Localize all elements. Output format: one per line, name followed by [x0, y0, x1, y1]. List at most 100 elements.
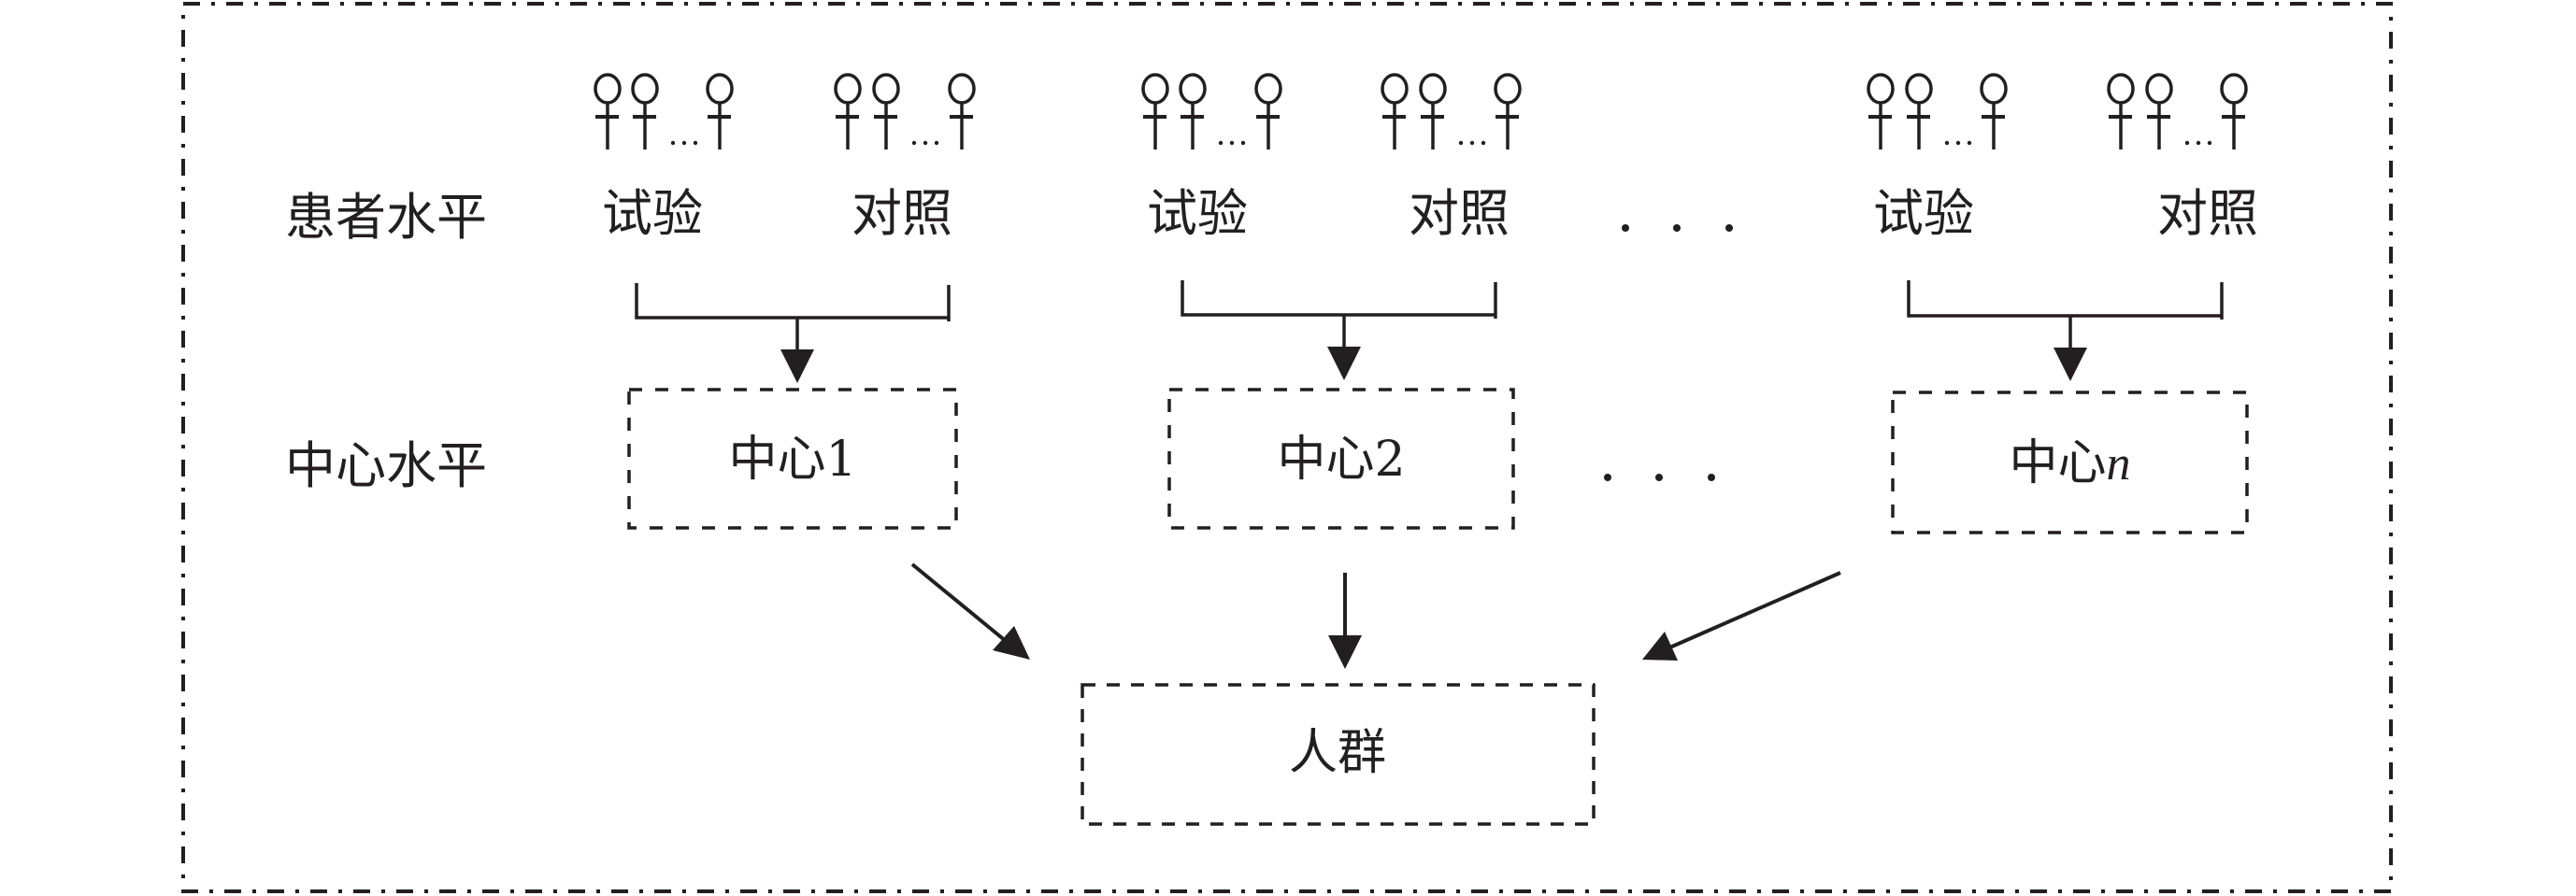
bracket-line	[635, 283, 949, 320]
ellipsis-dot	[1218, 140, 1224, 146]
female-symbol-icon	[1419, 73, 1447, 149]
center-label: 中心2	[1277, 432, 1405, 488]
arrowhead-icon	[1327, 347, 1361, 380]
center-label-prefix: 中心	[1277, 432, 1374, 488]
female-symbol-icon	[1381, 73, 1409, 149]
female-symbol-icon	[1179, 73, 1207, 149]
female-symbol-icon	[1980, 73, 2008, 149]
center-3-patients: 试验 对照	[1867, 73, 2258, 243]
arrowhead-icon	[1642, 632, 1678, 661]
ellipsis-dot	[1458, 140, 1464, 146]
female-symbol-icon	[834, 73, 862, 149]
ellipsis-dot	[1967, 140, 1972, 146]
female-symbol-icon	[594, 73, 622, 149]
ellipsis-dot	[1708, 474, 1715, 481]
subject-ellipsis	[2184, 140, 2212, 146]
center-box-1: 中心1	[627, 388, 958, 530]
control-group-label: 对照	[852, 184, 952, 243]
center-label-index: n	[2107, 437, 2131, 491]
arrowhead-icon	[780, 349, 814, 383]
bracket-center-1	[635, 283, 951, 383]
control-group-label: 对照	[1409, 184, 1510, 243]
female-symbol-icon	[1141, 73, 1169, 149]
bracket-center-3	[1907, 280, 2224, 381]
control-group: 对照	[2107, 73, 2258, 243]
arrowhead-icon	[993, 626, 1030, 660]
patient-level-label: 患者水平	[285, 188, 487, 247]
population-label: 人群	[1289, 725, 1386, 781]
control-group-label: 对照	[2157, 184, 2258, 243]
ellipsis-dot	[693, 140, 698, 146]
bracket-line	[1181, 280, 1496, 317]
trial-group-label: 试验	[602, 184, 703, 243]
center-label-prefix: 中心	[2009, 435, 2106, 491]
ellipsis-dot	[934, 140, 939, 146]
center-box-border	[627, 388, 958, 530]
ellipsis-dot	[1622, 224, 1629, 232]
center-level-label: 中心水平	[285, 436, 487, 495]
female-symbol-icon	[2220, 73, 2248, 149]
center-label-index: 1	[825, 432, 856, 488]
center-label: 中心n	[2009, 435, 2130, 491]
subject-ellipsis	[1944, 140, 1972, 146]
center-level-ellipsis	[1604, 474, 1715, 481]
subject-ellipsis	[1458, 140, 1486, 146]
ellipsis-dot	[911, 140, 917, 146]
trial-group: 试验	[1867, 73, 2008, 243]
center-box-2: 中心2	[1167, 388, 1515, 530]
center-box-border	[1891, 391, 2249, 534]
arrow-center1-to-population	[910, 562, 1013, 647]
center-label-index: 2	[1374, 432, 1405, 488]
trial-group-label: 试验	[1147, 184, 1248, 243]
female-symbol-icon	[2145, 73, 2173, 149]
ellipsis-dot	[2184, 140, 2190, 146]
ellipsis-dot	[1725, 224, 1733, 232]
arrowhead-icon	[2054, 348, 2087, 381]
group-brackets	[635, 280, 2224, 383]
bracket-center-2	[1181, 280, 1497, 380]
arrowhead-icon	[1328, 635, 1362, 669]
center-box-border	[1167, 388, 1515, 530]
female-symbol-icon	[1494, 73, 1522, 149]
subject-ellipsis	[1218, 140, 1246, 146]
ellipsis-dot	[1655, 474, 1663, 481]
outer-frame	[181, 2, 2393, 893]
arrow-centern-to-population	[1665, 571, 1841, 651]
subject-ellipsis	[670, 140, 698, 146]
female-symbol-icon	[2107, 73, 2135, 149]
female-symbol-icon	[1867, 73, 1895, 149]
ellipsis-dot	[1229, 140, 1235, 146]
center-2-patients: 试验 对照	[1141, 73, 1522, 243]
ellipsis-dot	[1673, 224, 1681, 232]
ellipsis-dot	[670, 140, 676, 146]
female-symbol-icon	[948, 73, 976, 149]
center-box-3: 中心n	[1891, 391, 2249, 534]
ellipsis-dot	[1955, 140, 1961, 146]
center-to-population-arrows	[910, 562, 1841, 669]
ellipsis-dot	[1944, 140, 1950, 146]
center-label-prefix: 中心	[728, 432, 825, 488]
female-symbol-icon	[1254, 73, 1282, 149]
center-1-patients: 试验 对照	[594, 73, 976, 243]
bracket-line	[1907, 280, 2222, 318]
patient-level-ellipsis	[1622, 224, 1733, 232]
ellipsis-dot	[1481, 140, 1486, 146]
female-symbol-icon	[631, 73, 659, 149]
ellipsis-dot	[681, 140, 687, 146]
ellipsis-dot	[923, 140, 928, 146]
ellipsis-dot	[1240, 140, 1246, 146]
center-label: 中心1	[728, 432, 856, 488]
trial-group: 试验	[594, 73, 734, 243]
ellipsis-dot	[2196, 140, 2201, 146]
trial-group: 试验	[1141, 73, 1282, 243]
ellipsis-dot	[1604, 474, 1611, 481]
ellipsis-dot	[1469, 140, 1475, 146]
control-group: 对照	[1381, 73, 1522, 243]
female-symbol-icon	[1905, 73, 1933, 149]
female-symbol-icon	[872, 73, 900, 149]
trial-group-label: 试验	[1873, 184, 1974, 243]
patient-groups: 试验 对照 试验 对照 试验 对照	[594, 73, 2258, 243]
female-symbol-icon	[706, 73, 734, 149]
